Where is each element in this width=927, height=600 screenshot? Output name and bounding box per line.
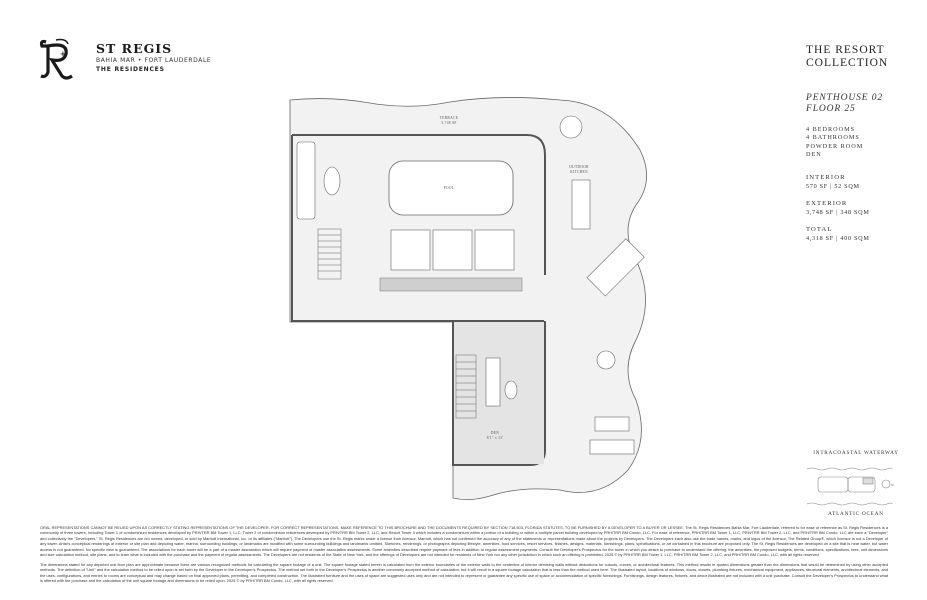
st-regis-logo: + xyxy=(39,38,73,80)
disclaimer-paragraph: ORAL REPRESENTATIONS CANNOT BE RELIED UP… xyxy=(40,525,888,558)
area-total-label: TOTAL xyxy=(806,225,833,233)
key-bottom-label: ATLANTIC OCEAN xyxy=(828,511,884,517)
key-plan xyxy=(806,467,893,506)
den-size: 8'1" x 13' xyxy=(487,436,504,440)
area-exterior-label: EXTERIOR xyxy=(806,199,848,207)
kitchen-label: OUTDOOR xyxy=(569,165,589,169)
brand-block: ST REGIS BAHIA MAR • FORT LAUDERDALE THE… xyxy=(96,41,211,73)
furniture xyxy=(296,115,645,455)
north-indicator: N xyxy=(891,483,894,487)
key-plan-labels: INTRACOASTAL WATERWAY ATLANTIC OCEAN xyxy=(806,450,906,517)
kitchen-label: KITCHEN xyxy=(570,170,588,174)
unit-floor: FLOOR 25 xyxy=(806,104,856,114)
terrace-area: 3,748 SF xyxy=(441,121,456,126)
collection-line: THE RESORT xyxy=(806,44,885,56)
area-interior-value: 570 SF | 52 SQM xyxy=(806,182,860,190)
brand-name: ST REGIS xyxy=(96,41,173,56)
sun-loungers xyxy=(390,229,515,271)
unit-title: PENTHOUSE 02 FLOOR 25 xyxy=(806,93,924,115)
brand-location: BAHIA MAR • FORT LAUDERDALE xyxy=(96,57,212,64)
area-interior-label: INTERIOR xyxy=(806,173,846,181)
unit-info-panel: THE RESORT COLLECTION PENTHOUSE 02 FLOOR… xyxy=(806,44,924,242)
planter-strip xyxy=(379,277,523,292)
terrace-label: TERRACE xyxy=(440,116,459,120)
brand-subtitle: THE RESIDENCES xyxy=(96,66,165,73)
room-item: 4 BATHROOMS xyxy=(806,134,860,142)
area-total-value: 4,318 SF | 400 SQM xyxy=(806,234,870,242)
collection-title: THE RESORT COLLECTION xyxy=(806,44,924,70)
den-label: DEN xyxy=(491,431,499,435)
area-exterior-value: 3,748 SF | 348 SQM xyxy=(806,208,870,216)
room-item: DEN xyxy=(806,151,822,159)
staircase xyxy=(317,228,477,419)
pool xyxy=(388,160,514,216)
key-top-label: INTRACOASTAL WATERWAY xyxy=(813,450,899,456)
svg-text:+: + xyxy=(60,50,66,58)
room-list: 4 BEDROOMS 4 BATHROOMS POWDER ROOM DEN xyxy=(806,126,924,160)
room-item: 4 BEDROOMS xyxy=(806,126,856,133)
room-item: POWDER ROOM xyxy=(806,142,864,150)
unit-name: PENTHOUSE 02 xyxy=(806,93,884,103)
disclaimer-paragraph: The dimensions stated for any depicted u… xyxy=(40,562,888,584)
collection-line: COLLECTION xyxy=(806,57,889,69)
pool-label: POOL xyxy=(444,186,455,190)
